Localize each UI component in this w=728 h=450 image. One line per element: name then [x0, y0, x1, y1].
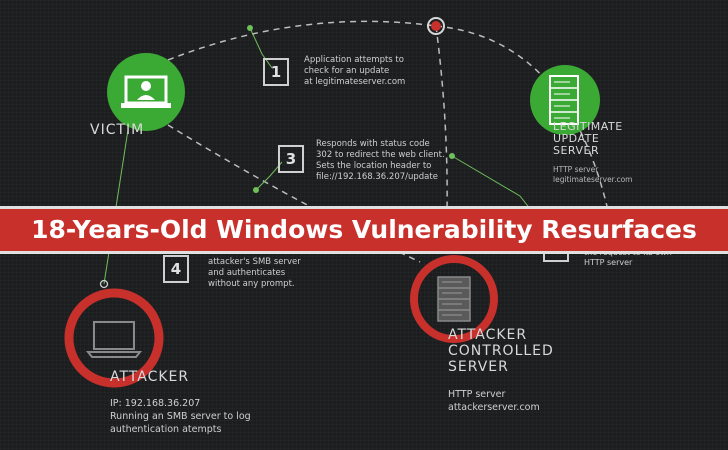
laptop-icon — [85, 321, 143, 358]
attacker-server-rack-icon — [437, 276, 471, 322]
inline-attack-line — [435, 25, 448, 263]
attacker-server-label: ATTACKER CONTROLLED SERVER — [448, 327, 554, 375]
attacker-desc: IP: 192.168.36.207 Running an SMB server… — [110, 398, 251, 435]
victim-label: VICTIM — [90, 122, 145, 138]
attacker-link-dot — [99, 279, 109, 289]
victim-node — [107, 53, 185, 131]
title-banner: 18-Years-Old Windows Vulnerability Resur… — [0, 206, 728, 254]
step-4-number: 4 — [163, 255, 189, 283]
legit-server-desc: HTTP server legitimateserver.com — [553, 165, 633, 184]
step1-connector — [249, 27, 273, 69]
attacker-server-desc: HTTP server attackerserver.com — [448, 389, 540, 413]
step3-dot — [253, 187, 259, 193]
update-request-arc — [167, 20, 437, 61]
attacker-server-ring — [410, 255, 498, 343]
step-1-text: Application attempts to check for an upd… — [304, 55, 406, 87]
attacker-label: ATTACKER — [110, 369, 190, 385]
interception-point — [427, 17, 445, 35]
smb-connection-line — [167, 124, 421, 263]
server-rack-icon — [549, 75, 579, 125]
attacker-ring — [64, 288, 164, 388]
banner-title: 18-Years-Old Windows Vulnerability Resur… — [31, 215, 697, 244]
legit-server-label: LEGITIMATE UPDATE SERVER — [553, 120, 623, 157]
step-3-number: 3 — [278, 145, 304, 173]
step2-dot — [449, 153, 455, 159]
step-3-text: Responds with status code 302 to redirec… — [316, 139, 445, 182]
computer-user-icon — [121, 75, 171, 108]
step-1-number: 1 — [263, 58, 289, 86]
step1-dot — [247, 25, 253, 31]
